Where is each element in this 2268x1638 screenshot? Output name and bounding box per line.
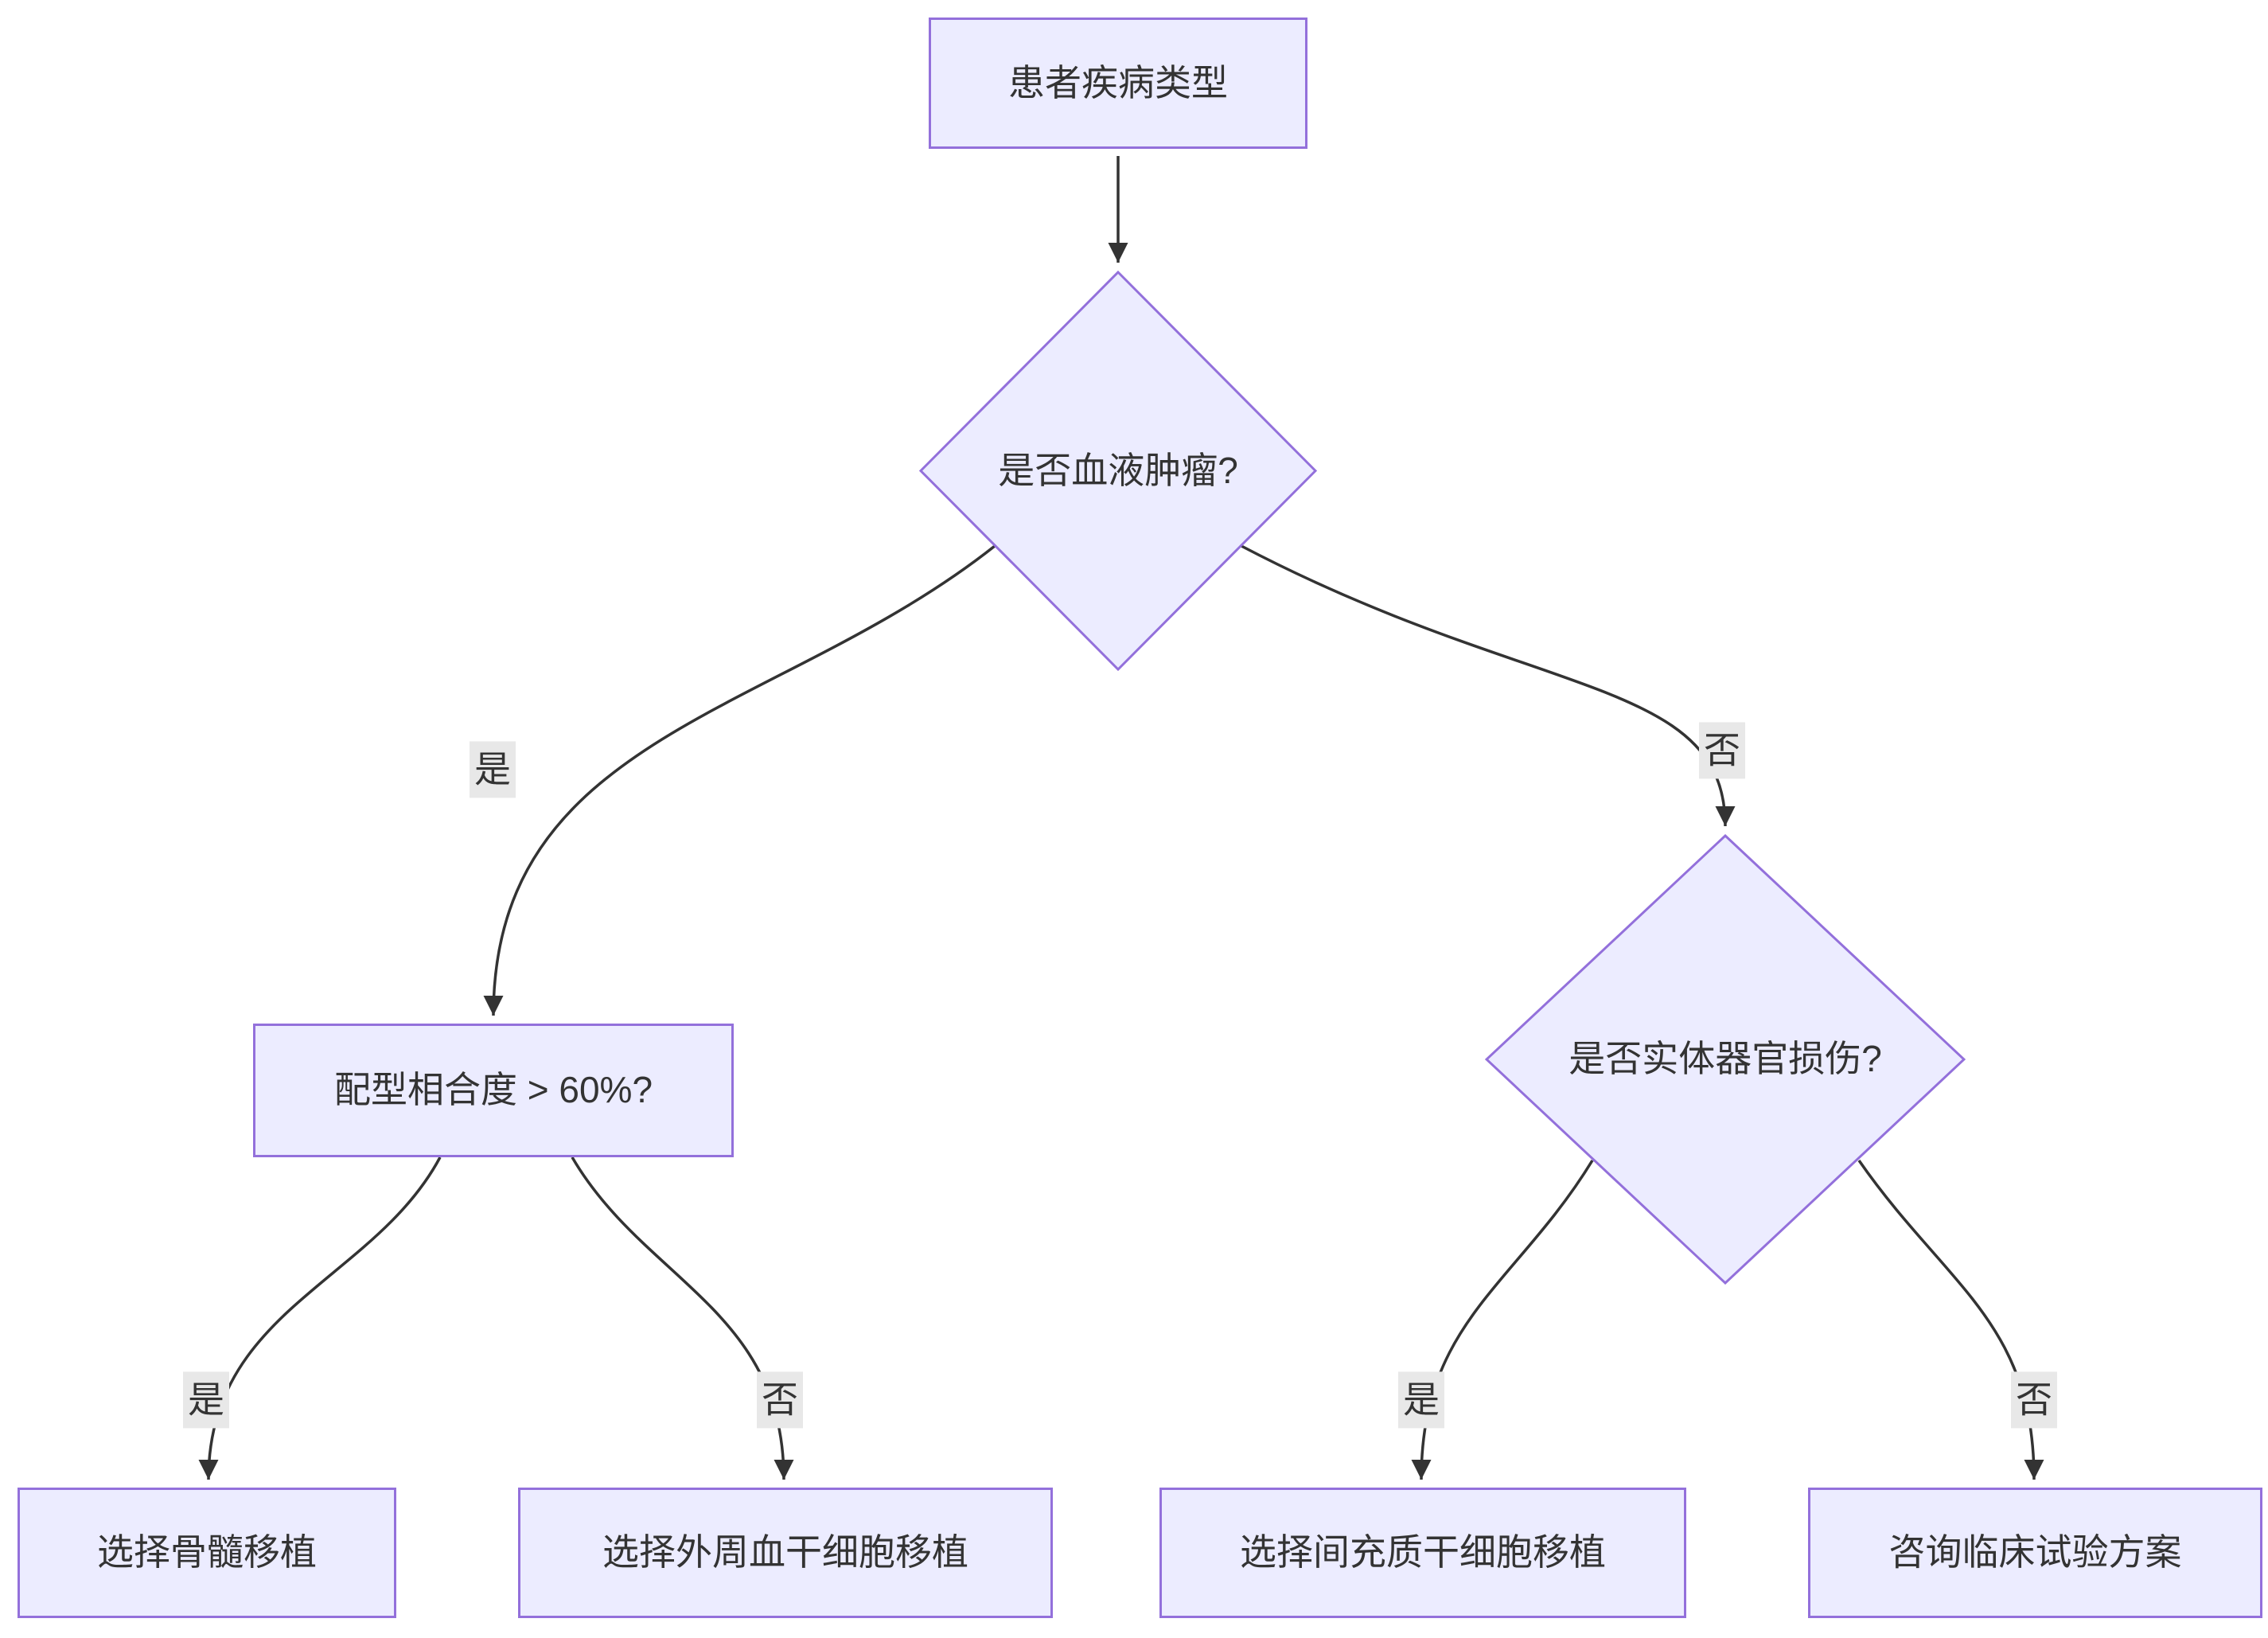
edge-C-F bbox=[571, 1156, 794, 1480]
edge-B-C bbox=[483, 544, 996, 1016]
node-label: 选择间充质干细胞移植 bbox=[1240, 1531, 1606, 1574]
node-label: 患者疾病类型 bbox=[1008, 61, 1228, 103]
node-mesenchymal-stem-cell-transplant: 选择间充质干细胞移植 bbox=[1159, 1488, 1686, 1618]
edge-label-yes-blood-tumor: 是 bbox=[470, 741, 516, 798]
edge-label-yes-matching: 是 bbox=[183, 1371, 229, 1429]
node-matching-compatibility: 配型相合度 > 60%? bbox=[253, 1024, 734, 1157]
node-bone-marrow-transplant: 选择骨髓移植 bbox=[18, 1488, 396, 1618]
edge-label-no-matching: 否 bbox=[757, 1371, 803, 1429]
node-label: 配型相合度 > 60%? bbox=[333, 1069, 653, 1111]
diamond-shape bbox=[1485, 834, 1966, 1285]
node-label: 选择骨髓移植 bbox=[97, 1531, 317, 1574]
edge-label-no-organ-damage: 否 bbox=[2011, 1371, 2057, 1429]
node-label: 是否实体器官损伤? bbox=[1569, 1038, 1882, 1080]
node-clinical-trial-consult: 咨询临床试验方案 bbox=[1808, 1488, 2262, 1618]
decision-blood-tumor: 是否血液肿瘤? bbox=[919, 271, 1317, 671]
edge-label-yes-organ-damage: 是 bbox=[1398, 1371, 1444, 1429]
edge-label-no-blood-tumor: 否 bbox=[1699, 722, 1745, 779]
node-label: 咨询临床试验方案 bbox=[1888, 1531, 2182, 1574]
node-label: 选择外周血干细胞移植 bbox=[602, 1531, 968, 1574]
node-label: 是否血液肿瘤? bbox=[998, 449, 1238, 491]
decision-solid-organ-damage: 是否实体器官损伤? bbox=[1485, 834, 1966, 1285]
node-patient-disease-type: 患者疾病类型 bbox=[929, 18, 1307, 149]
diamond-shape bbox=[919, 271, 1317, 671]
edge-C-E bbox=[198, 1156, 442, 1480]
node-peripheral-blood-stem-cell-transplant: 选择外周血干细胞移植 bbox=[518, 1488, 1053, 1618]
